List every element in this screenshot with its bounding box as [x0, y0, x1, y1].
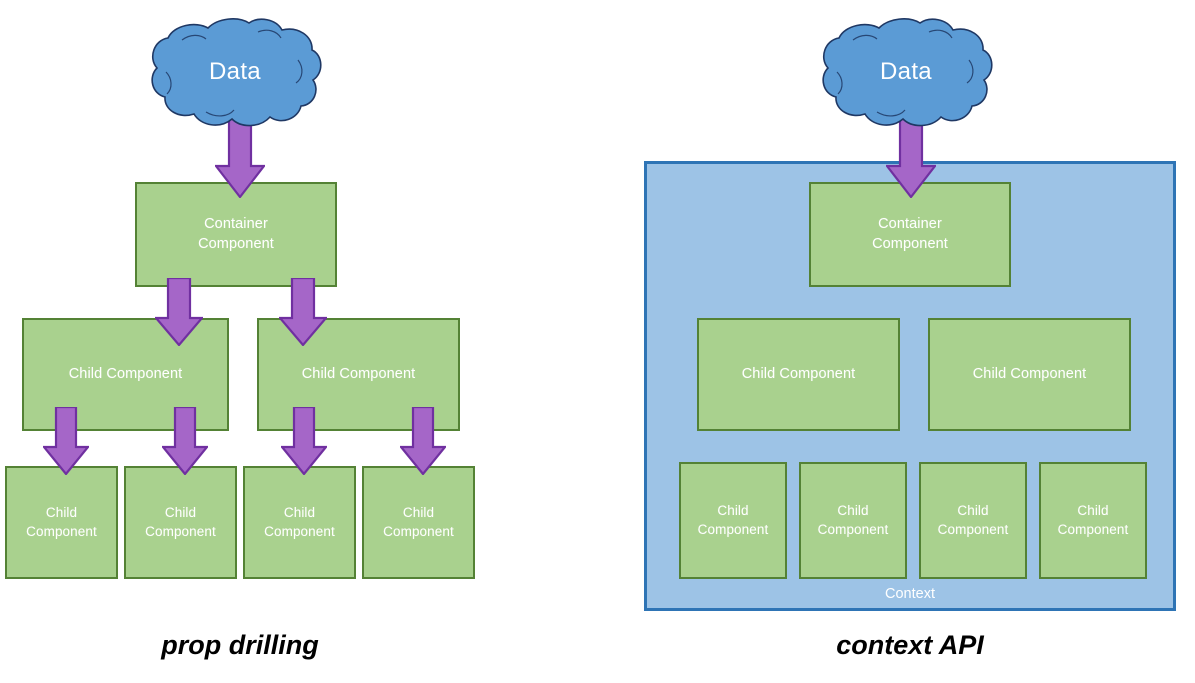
child-component-right-leaf-2[interactable]: Child Component	[799, 462, 907, 579]
child-component-right-leaf-3[interactable]: Child Component	[919, 462, 1027, 579]
arrow-child-to-leaf-left-2	[162, 407, 208, 475]
arrow-child-to-leaf-left-1	[43, 407, 89, 475]
data-cloud-left: Data	[146, 16, 324, 132]
child-component-right-mid-2-label: Child Component	[972, 365, 1087, 382]
child-component-left-mid-2-label: Child Component	[301, 365, 416, 382]
container-component-left-label: Container Component	[198, 215, 274, 252]
child-component-left-mid-1-label: Child Component	[68, 365, 183, 382]
child-component-right-leaf-4-label: Child Component	[1057, 503, 1129, 537]
child-component-right-leaf-2-label: Child Component	[817, 503, 889, 537]
data-cloud-right: Data	[817, 16, 995, 132]
container-component-right[interactable]: Container Component	[809, 182, 1011, 287]
child-component-right-leaf-1-label: Child Component	[697, 503, 769, 537]
arrow-child-to-leaf-left-4	[400, 407, 446, 475]
child-component-left-leaf-4-label: Child Component	[383, 505, 454, 539]
child-component-right-leaf-3-label: Child Component	[937, 503, 1009, 537]
child-component-left-leaf-1[interactable]: Child Component	[5, 466, 118, 579]
child-component-right-leaf-4[interactable]: Child Component	[1039, 462, 1147, 579]
caption-context-api: context API	[836, 630, 984, 660]
child-component-right-leaf-1[interactable]: Child Component	[679, 462, 787, 579]
child-component-left-leaf-1-label: Child Component	[26, 505, 97, 539]
child-component-right-mid-1-label: Child Component	[741, 365, 856, 382]
child-component-right-mid-1[interactable]: Child Component	[697, 318, 900, 431]
container-component-right-label: Container Component	[872, 215, 948, 252]
context-panel-label: Context	[885, 586, 935, 602]
arrow-container-to-child-left-2	[279, 278, 327, 346]
child-component-left-leaf-2-label: Child Component	[145, 505, 216, 539]
container-component-left[interactable]: Container Component	[135, 182, 337, 287]
arrow-child-to-leaf-left-3	[281, 407, 327, 475]
child-component-left-leaf-4[interactable]: Child Component	[362, 466, 475, 579]
child-component-left-leaf-2[interactable]: Child Component	[124, 466, 237, 579]
child-component-left-leaf-3[interactable]: Child Component	[243, 466, 356, 579]
arrow-container-to-child-left-1	[155, 278, 203, 346]
child-component-right-mid-2[interactable]: Child Component	[928, 318, 1131, 431]
caption-prop-drilling: prop drilling	[161, 630, 319, 660]
child-component-left-leaf-3-label: Child Component	[264, 505, 335, 539]
